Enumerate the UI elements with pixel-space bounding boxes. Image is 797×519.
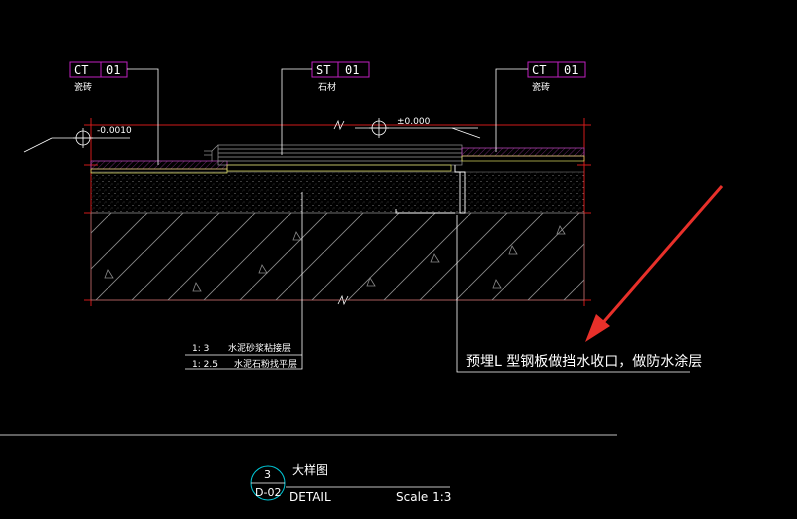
tag-2-code: ST — [316, 63, 330, 77]
note-1-text: 水泥砂浆粘接层 — [228, 342, 291, 354]
tag-3-material: 瓷砖 — [532, 81, 550, 93]
detail-scale: Scale 1:3 — [396, 490, 451, 504]
level-marker-center: ±0.000 — [355, 117, 481, 139]
level-left-label: -0.0010 — [97, 126, 132, 136]
note-2-ratio: 1: 2.5 — [192, 360, 218, 370]
callout-text: 预埋L 型钢板做挡水收口，做防水涂层 — [466, 354, 702, 370]
tag-1-code: CT — [74, 63, 88, 77]
material-tag-2: ST 01 石材 — [281, 61, 370, 155]
title-block: 3 D-02 大样图 DETAIL Scale 1:3 — [250, 462, 451, 504]
l-steel-plate — [395, 165, 466, 214]
detail-title-en: DETAIL — [289, 490, 331, 504]
steel-plate-callout: 预埋L 型钢板做挡水收口，做防水涂层 — [456, 215, 702, 373]
tag-1-num: 01 — [106, 63, 120, 77]
detail-number: 3 — [264, 468, 271, 481]
note-2-text: 水泥石粉找平层 — [234, 358, 297, 370]
tile-right — [461, 147, 585, 162]
screed-layer — [91, 171, 584, 214]
tag-1-material: 瓷砖 — [74, 81, 92, 93]
material-tag-3: CT 01 瓷砖 — [495, 61, 586, 152]
stone-bed — [226, 164, 452, 172]
material-tag-1: CT 01 瓷砖 — [69, 61, 159, 165]
tag-3-code: CT — [532, 63, 546, 77]
tag-2-material: 石材 — [318, 81, 336, 93]
level-center-label: ±0.000 — [397, 117, 431, 127]
concrete-base — [90, 212, 585, 301]
layer-notes: 1: 3 水泥砂浆粘接层 1: 2.5 水泥石粉找平层 — [185, 192, 303, 370]
red-arrow-annotation — [585, 185, 724, 342]
level-marker-left: -0.0010 — [23, 126, 132, 153]
tile-left — [90, 160, 228, 174]
note-1-ratio: 1: 3 — [192, 344, 209, 354]
tag-3-num: 01 — [564, 63, 578, 77]
tag-2-num: 01 — [345, 63, 359, 77]
detail-title-cn: 大样图 — [292, 462, 328, 477]
sheet-number: D-02 — [255, 486, 281, 499]
stone-center — [204, 144, 463, 166]
